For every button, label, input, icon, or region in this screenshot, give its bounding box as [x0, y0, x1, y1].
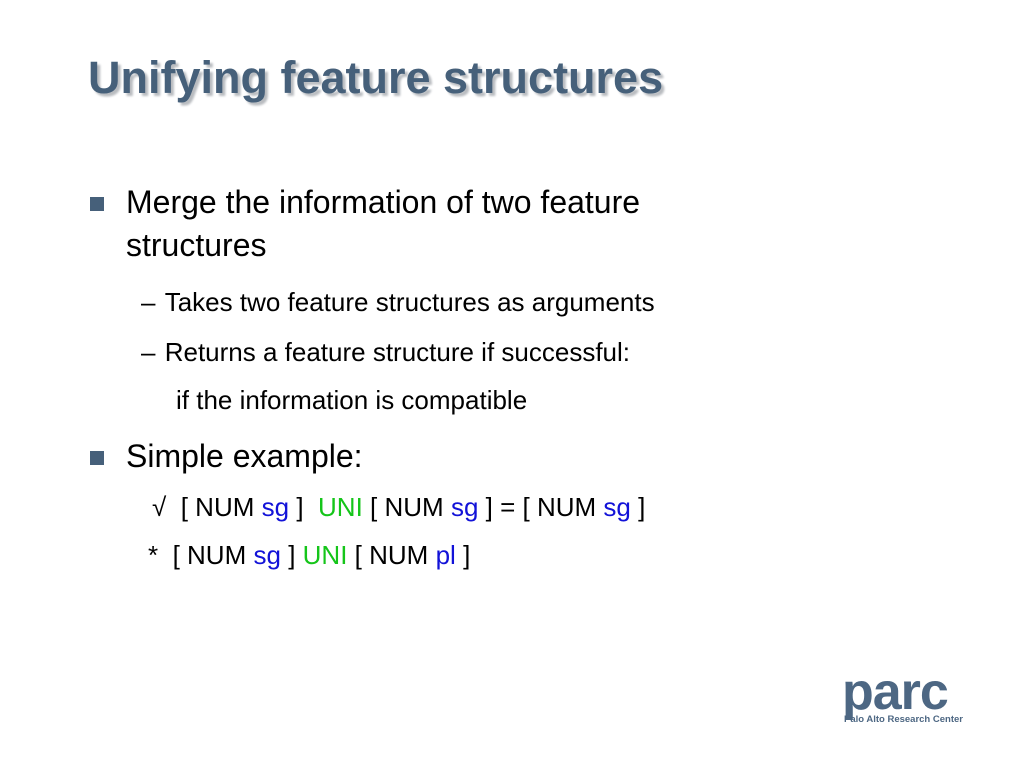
- bullet-line-2: structures: [126, 227, 267, 263]
- subitem-continuation: if the information is compatible: [176, 385, 528, 415]
- fs-open: [ NUM: [172, 540, 247, 570]
- bullet-square-icon: [90, 451, 104, 465]
- unify-operator: UNI: [318, 492, 363, 522]
- fs-close: ]: [463, 540, 471, 570]
- fs-open: [ NUM: [180, 492, 255, 522]
- star-mark: *: [148, 540, 159, 570]
- dash-marker: –: [141, 337, 156, 367]
- subitem-text: Takes two feature structures as argument…: [164, 287, 655, 317]
- check-mark: √: [152, 492, 167, 522]
- bullet-text-example: Simple example:: [126, 438, 363, 474]
- fs-close: ]: [296, 492, 304, 522]
- bullet-line-1: Merge the information of two feature: [126, 184, 641, 220]
- dash-marker: –: [141, 287, 156, 317]
- bullet-text-merge: Merge the information of two feature str…: [126, 181, 640, 267]
- feature-value: sg: [603, 492, 631, 522]
- example-incompatible: * [ NUM sg ] UNI [ NUM pl ]: [148, 539, 470, 571]
- fs-close: ]: [288, 540, 296, 570]
- feature-value: pl: [435, 540, 456, 570]
- example-compatible: √ [ NUM sg ] UNI [ NUM sg ] = [ NUM sg ]: [152, 491, 645, 523]
- logo-subtitle: Palo Alto Research Center: [844, 714, 963, 725]
- subitem-text: Returns a feature structure if successfu…: [164, 337, 631, 367]
- feature-value: sg: [261, 492, 290, 522]
- feature-value: sg: [450, 492, 479, 522]
- fs-close: ]: [638, 492, 646, 522]
- fs-equals: ] = [ NUM: [485, 492, 597, 522]
- logo-wordmark: parc: [842, 663, 949, 721]
- subitem-returns: – Returns a feature structure if success…: [141, 336, 630, 368]
- subitem-takes: – Takes two feature structures as argume…: [141, 286, 655, 318]
- fs-open: [ NUM: [354, 540, 429, 570]
- fs-open: [ NUM: [370, 492, 444, 522]
- slide-title: Unifying feature structures: [88, 52, 664, 103]
- parc-logo: parc Palo Alto Research Center: [842, 666, 987, 732]
- feature-value: sg: [253, 540, 281, 570]
- bullet-square-icon: [90, 197, 104, 211]
- unify-operator: UNI: [302, 540, 348, 570]
